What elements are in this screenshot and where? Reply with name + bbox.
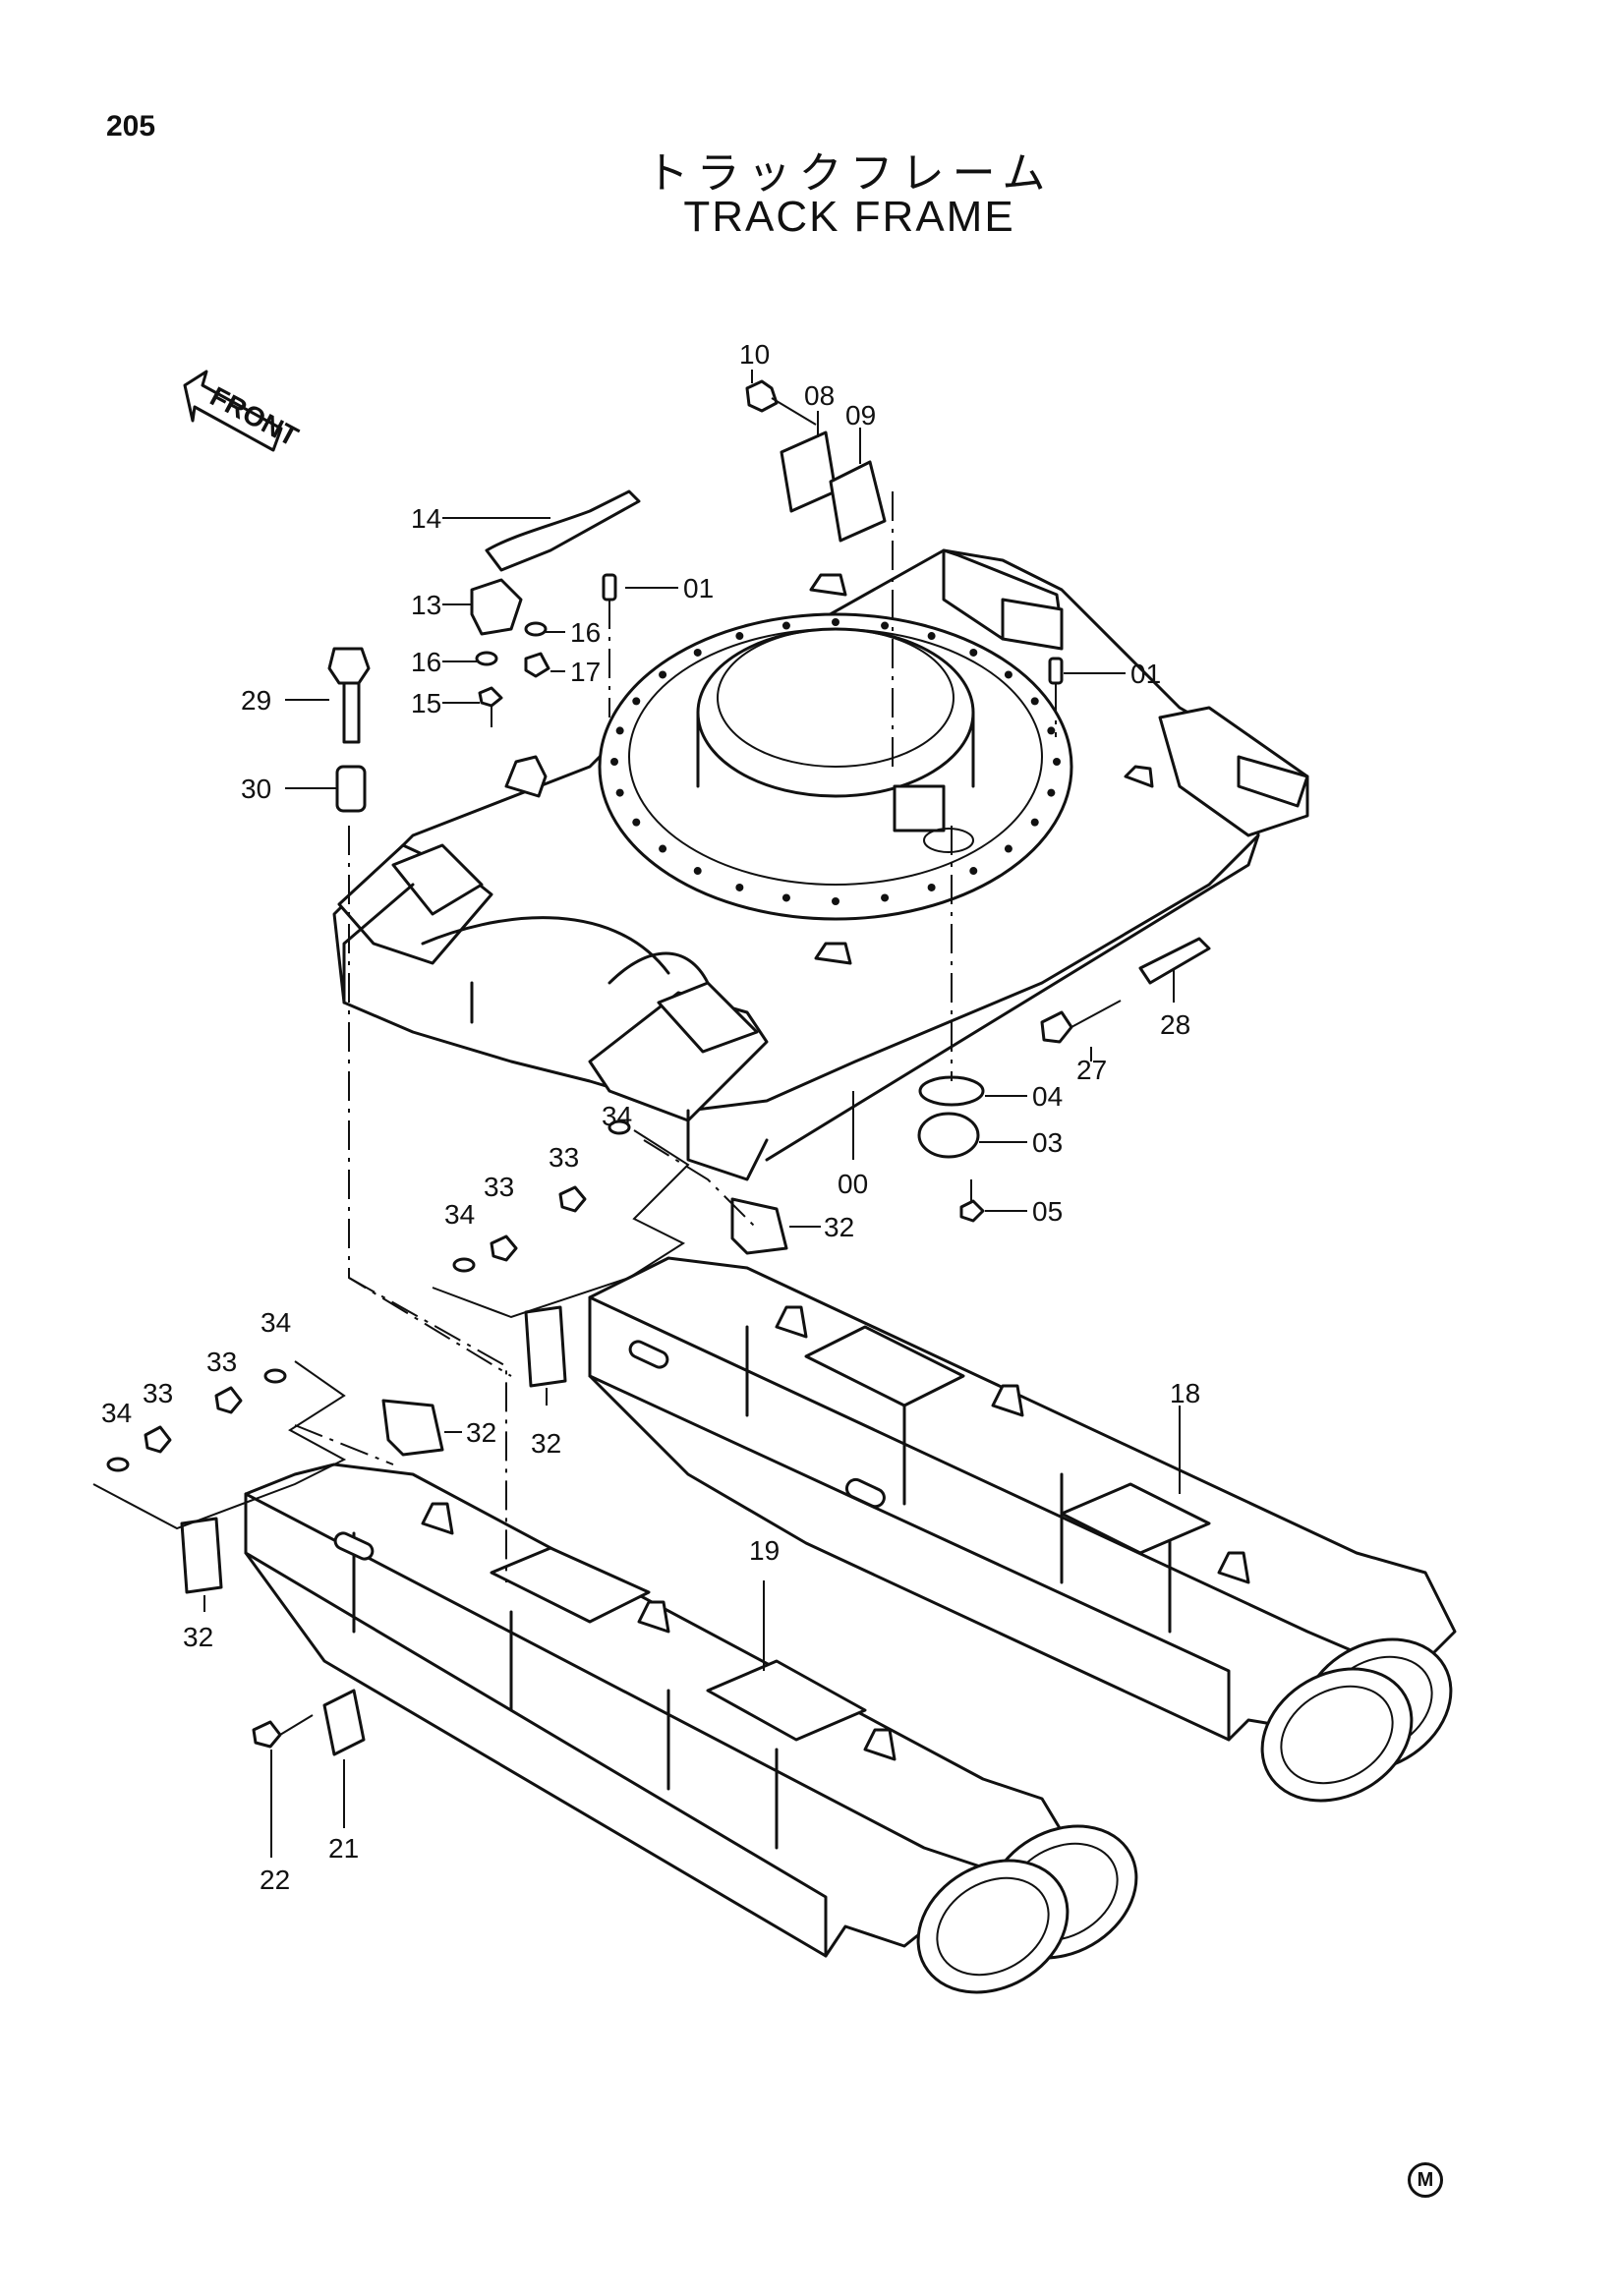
callout-01-lower: 01 bbox=[1130, 659, 1161, 689]
left-track-frame bbox=[244, 1463, 1138, 1994]
callout-30: 30 bbox=[241, 774, 271, 804]
ring-bolt-hole bbox=[1004, 844, 1012, 853]
ring-bolt-hole bbox=[881, 893, 890, 902]
ring-bolt-hole bbox=[615, 726, 624, 735]
callout-16-right: 16 bbox=[570, 617, 601, 648]
callout-18: 18 bbox=[1170, 1378, 1200, 1408]
callout-22: 22 bbox=[260, 1865, 290, 1895]
callout-34-d: 34 bbox=[101, 1398, 132, 1428]
ring-bolt-hole bbox=[1053, 758, 1061, 766]
callout-labels: 10 08 09 14 13 01 16 16 17 15 29 30 01 2… bbox=[101, 339, 1200, 1895]
leader-lines bbox=[92, 370, 1181, 1858]
m-mark: M bbox=[1408, 2162, 1443, 2198]
title-japanese: トラックフレーム bbox=[645, 148, 1054, 199]
callout-33-b: 33 bbox=[484, 1172, 514, 1202]
ring-bolt-hole bbox=[615, 788, 624, 797]
ring-bolt-hole bbox=[927, 883, 936, 891]
callout-29: 29 bbox=[241, 685, 271, 716]
dashed-lines bbox=[294, 491, 1057, 1582]
callout-15: 15 bbox=[411, 688, 441, 718]
callout-33-d: 33 bbox=[143, 1378, 173, 1408]
callout-17: 17 bbox=[570, 657, 601, 687]
callout-01-upper: 01 bbox=[683, 573, 714, 603]
ring-bolt-hole bbox=[969, 648, 978, 657]
callout-09: 09 bbox=[845, 400, 876, 430]
callout-28: 28 bbox=[1160, 1009, 1190, 1040]
ring-bolt-hole bbox=[1030, 818, 1039, 827]
ring-bolt-hole bbox=[1047, 726, 1056, 735]
front-arrow-label: FRONT bbox=[205, 380, 304, 452]
ring-bolt-hole bbox=[881, 621, 890, 630]
page-number: 205 bbox=[106, 110, 156, 143]
callout-04: 04 bbox=[1032, 1081, 1063, 1112]
callout-34-a: 34 bbox=[602, 1101, 632, 1131]
ring-bolt-hole bbox=[832, 618, 839, 626]
callout-16-left: 16 bbox=[411, 647, 441, 677]
callout-32-c: 32 bbox=[466, 1417, 496, 1448]
callout-19: 19 bbox=[749, 1535, 780, 1566]
title-english: TRACK FRAME bbox=[683, 193, 1015, 241]
ring-bolt-hole bbox=[693, 867, 702, 876]
ring-bolt-hole bbox=[1004, 670, 1012, 679]
callout-00: 00 bbox=[838, 1169, 868, 1199]
front-arrow-icon: FRONT bbox=[183, 370, 304, 452]
ring-bolt-hole bbox=[969, 867, 978, 876]
callout-34-b: 34 bbox=[444, 1199, 475, 1230]
ring-bolt-hole bbox=[632, 697, 641, 706]
callout-13: 13 bbox=[411, 590, 441, 620]
callout-32-b: 32 bbox=[531, 1428, 561, 1459]
ring-bolt-hole bbox=[781, 621, 790, 630]
callout-32-a: 32 bbox=[824, 1212, 854, 1242]
ring-bolt-hole bbox=[781, 893, 790, 902]
right-track-frame bbox=[588, 1256, 1457, 1803]
callout-08: 08 bbox=[804, 380, 835, 411]
callout-32-d: 32 bbox=[183, 1622, 213, 1652]
callout-27: 27 bbox=[1076, 1055, 1107, 1085]
callout-21: 21 bbox=[328, 1833, 359, 1864]
ring-bolt-hole bbox=[735, 632, 744, 641]
ring-bolt-hole bbox=[659, 844, 667, 853]
ring-bolt-hole bbox=[832, 897, 839, 905]
callout-33-a: 33 bbox=[549, 1142, 579, 1173]
callout-10: 10 bbox=[739, 339, 770, 370]
small-parts bbox=[106, 379, 1211, 1756]
ring-bolt-hole bbox=[610, 758, 618, 766]
center-frame bbox=[332, 548, 1309, 1181]
ring-bolt-hole bbox=[659, 670, 667, 679]
callout-14: 14 bbox=[411, 503, 441, 534]
ring-bolt-hole bbox=[735, 883, 744, 891]
ring-bolt-hole bbox=[1047, 788, 1056, 797]
ring-bolt-hole bbox=[927, 632, 936, 641]
ring-bolt-hole bbox=[632, 818, 641, 827]
callout-33-c: 33 bbox=[206, 1347, 237, 1377]
ring-bolt-hole bbox=[693, 648, 702, 657]
ring-bolt-hole bbox=[1030, 697, 1039, 706]
callout-03: 03 bbox=[1032, 1127, 1063, 1158]
callout-34-c: 34 bbox=[260, 1307, 291, 1338]
callout-05: 05 bbox=[1032, 1196, 1063, 1227]
